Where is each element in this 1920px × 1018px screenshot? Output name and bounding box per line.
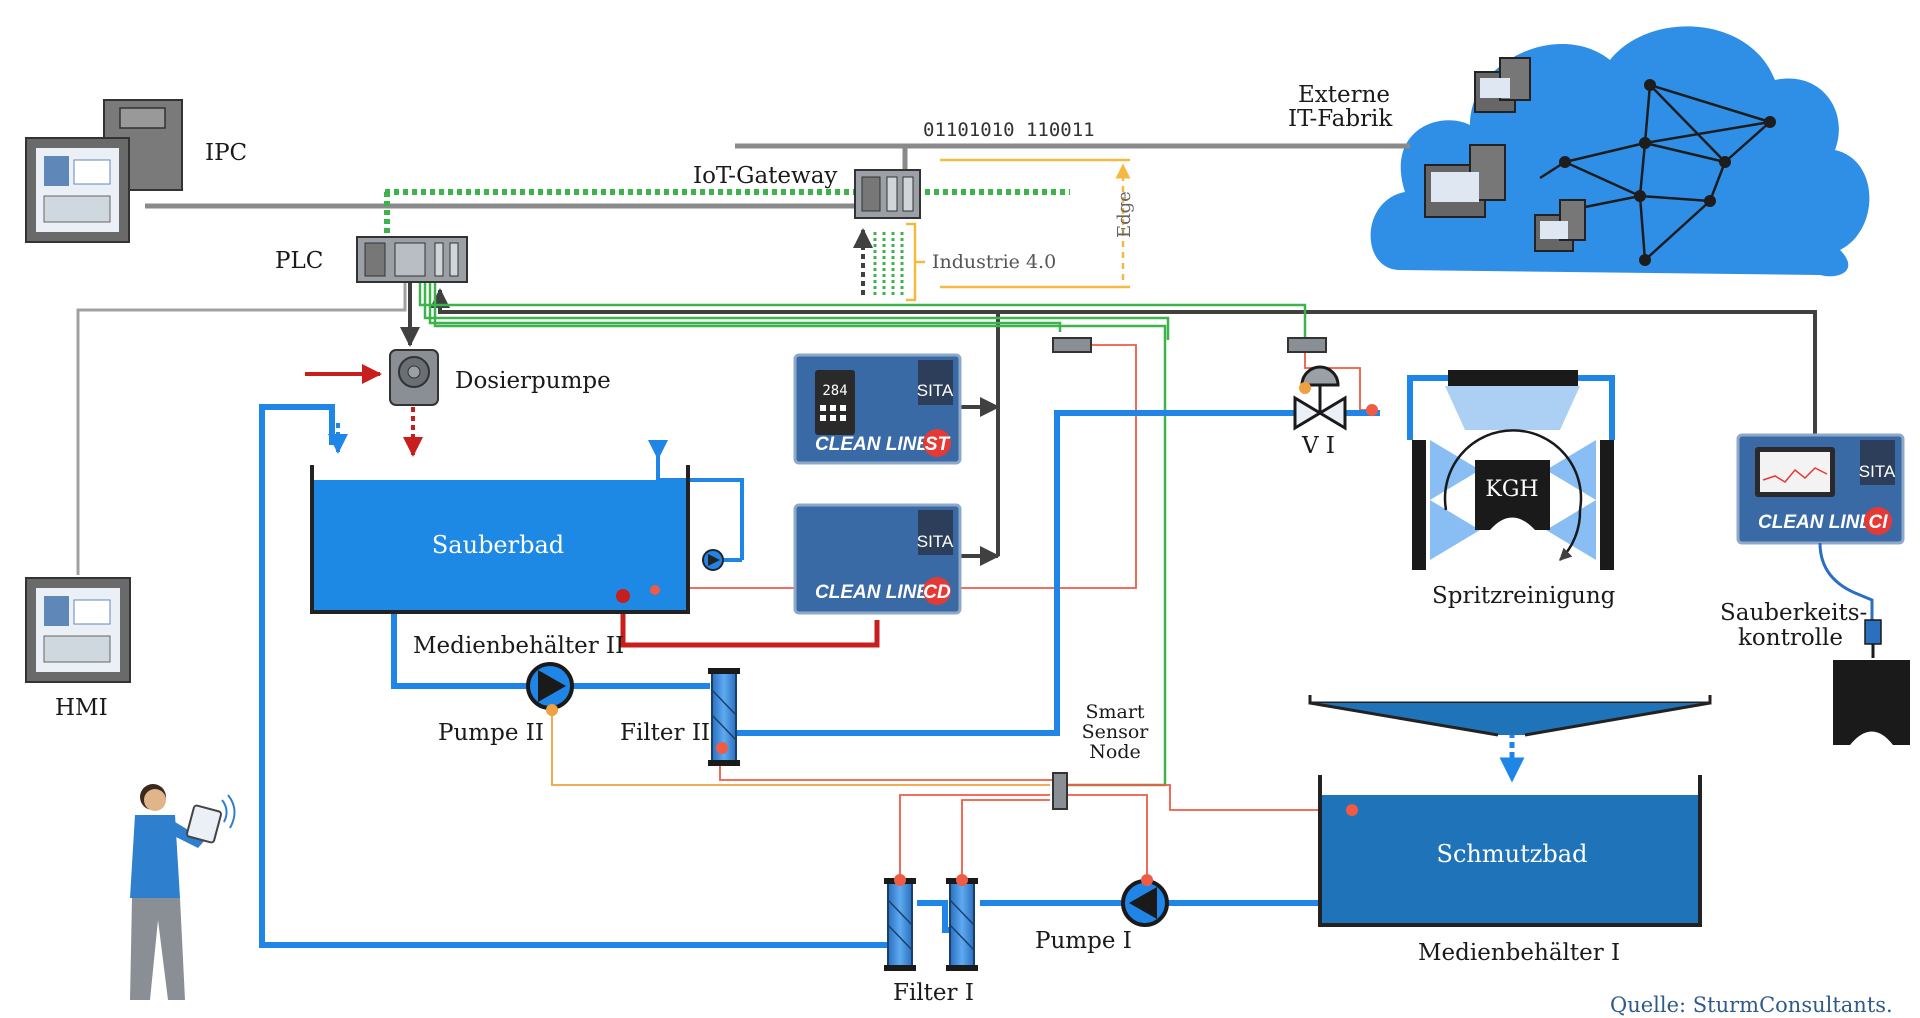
spray-cleaning-station: KGH	[1412, 370, 1614, 570]
clean-line-cd-device: SITA CLEAN LINE CD	[793, 503, 962, 615]
filter1-label: Filter I	[893, 980, 974, 1006]
st-suffix: ST	[925, 434, 951, 455]
sauberbad-label: Sauberbad	[432, 531, 564, 559]
inspected-part-icon	[1833, 660, 1910, 745]
cd-suffix: CD	[923, 582, 951, 603]
network-lines	[76, 143, 1410, 575]
sauberbad-tank	[310, 465, 690, 614]
filter-icon	[946, 878, 978, 971]
smart-sensor-label-1: Smart	[1085, 701, 1144, 723]
sensor-dot	[1299, 382, 1311, 394]
medienbehaelter1-label: Medienbehälter I	[1418, 940, 1620, 966]
sensor-dot	[1346, 804, 1358, 816]
sensor-node	[1052, 337, 1092, 353]
schmutzbad-tank	[1318, 775, 1702, 927]
sensor-dot	[716, 742, 728, 754]
extern-label-2: IT-Fabrik	[1288, 106, 1393, 132]
industrie-label: Industrie 4.0	[932, 251, 1056, 273]
st-brand: CLEAN LINE	[815, 434, 930, 455]
source-label: Quelle: SturmConsultants.	[1610, 993, 1893, 1017]
ci-suffix: CI	[1869, 512, 1889, 533]
collection-funnel	[1308, 695, 1712, 737]
valve-icon	[1293, 365, 1347, 431]
ci-probe-cable	[1818, 542, 1874, 620]
sensor-dot	[894, 874, 906, 886]
ci-probe	[1864, 619, 1882, 645]
smart-sensor-node	[1052, 772, 1068, 810]
v1-label: V I	[1301, 433, 1335, 459]
circulation-pump-icon	[702, 549, 724, 571]
ipc-label: IPC	[205, 140, 247, 166]
medienbehaelter2-label: Medienbehälter II	[413, 633, 624, 659]
sensor-dot	[956, 874, 968, 886]
clean-line-ci-device: SITA CLEAN LINE CI	[1736, 433, 1905, 545]
cloud-computer-icon	[1424, 57, 1586, 252]
plc-label: PLC	[275, 248, 323, 274]
pumpe2-label: Pumpe II	[438, 720, 544, 746]
sensor-dot	[546, 704, 558, 716]
person-with-tablet-icon	[130, 784, 236, 1000]
edge-label: Edge	[1114, 191, 1135, 238]
binary-label: 01101010 110011	[923, 119, 1095, 141]
pump-icon	[526, 662, 574, 710]
plc-unit	[356, 236, 468, 283]
hmi-label: HMI	[55, 695, 108, 721]
sensor-dot	[1141, 874, 1153, 886]
iot-gateway-label: IoT-Gateway	[693, 163, 837, 189]
sensor-dot	[650, 585, 660, 595]
filter2-label: Filter II	[620, 720, 710, 746]
sauberkeit-label-2: kontrolle	[1738, 625, 1843, 651]
st-logo: SITA	[917, 381, 954, 400]
filter-icon	[884, 878, 916, 971]
ci-brand: CLEAN LINE	[1758, 512, 1873, 533]
pumpe1-label: Pumpe I	[1035, 928, 1132, 954]
sensor-node	[1287, 337, 1327, 353]
cloud-icon	[1370, 26, 1870, 277]
st-display-value: 284	[822, 383, 847, 399]
ci-logo: SITA	[1859, 462, 1896, 481]
red-sensor-loop	[620, 596, 880, 648]
sensor-dot	[616, 589, 630, 603]
schmutzbad-label: Schmutzbad	[1437, 840, 1588, 868]
sauberkeit-label-1: Sauberkeits-	[1720, 600, 1867, 626]
hmi-terminal	[25, 577, 131, 683]
extern-label-1: Externe	[1298, 82, 1390, 108]
dosing-pump-icon	[389, 349, 439, 406]
sensor-lines	[551, 344, 1372, 880]
clean-line-st-device: 284 SITA CLEAN LINE ST	[793, 353, 962, 465]
cd-logo: SITA	[917, 532, 954, 551]
pump-icon	[1121, 879, 1169, 927]
iot-gateway-unit	[854, 169, 921, 219]
kgh-label: KGH	[1485, 477, 1538, 502]
cd-brand: CLEAN LINE	[815, 582, 930, 603]
smart-sensor-label-2: Sensor	[1082, 721, 1150, 743]
dosierpumpe-label: Dosierpumpe	[455, 368, 611, 394]
spritzreinigung-label: Spritzreinigung	[1432, 583, 1616, 609]
ipc-computer	[25, 99, 183, 243]
smart-sensor-label-3: Node	[1089, 741, 1140, 763]
sensor-dot	[1366, 404, 1378, 416]
